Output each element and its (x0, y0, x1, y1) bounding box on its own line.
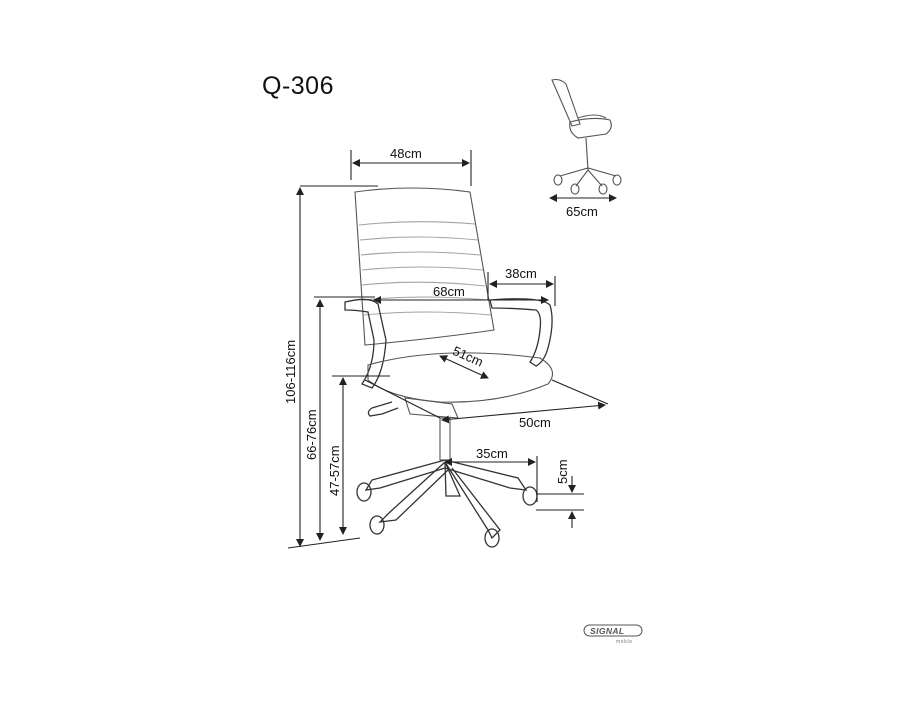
brand-logo: SIGNAL meble (583, 624, 643, 645)
brand-name: SIGNAL (590, 626, 625, 636)
label-total-height: 106-116cm (283, 340, 298, 404)
brand-tagline: meble (616, 639, 633, 645)
chair-front-view (344, 187, 554, 548)
label-armrest-depth: 38cm (505, 266, 537, 281)
backrest-ribs (358, 221, 492, 316)
label-armrest-height: 66-76cm (304, 409, 319, 460)
casters (356, 482, 538, 548)
label-base-radius: 35cm (476, 446, 508, 461)
model-title: Q-306 (262, 72, 334, 100)
label-seat-height: 47-57cm (327, 445, 342, 496)
right-armrest (489, 298, 553, 367)
tilt-lever (367, 401, 399, 417)
gas-lift (439, 417, 451, 461)
label-seat-depth: 51cm (450, 343, 485, 370)
seat-cushion (367, 352, 554, 403)
dimension-labels: 48cm 68cm 38cm 51cm 50cm 35cm 5cm 106-11… (283, 146, 570, 496)
chair-side-view: 65cm (549, 78, 622, 219)
dimension-lines (287, 150, 609, 549)
label-backrest-width: 48cm (390, 146, 422, 161)
label-caster-height: 5cm (555, 459, 570, 484)
label-seat-width: 50cm (519, 415, 551, 430)
backrest-outline (354, 187, 495, 346)
star-base (364, 459, 528, 540)
seat-mechanism (404, 397, 459, 419)
label-side-depth: 65cm (566, 204, 598, 219)
label-overall-width: 68cm (433, 284, 465, 299)
